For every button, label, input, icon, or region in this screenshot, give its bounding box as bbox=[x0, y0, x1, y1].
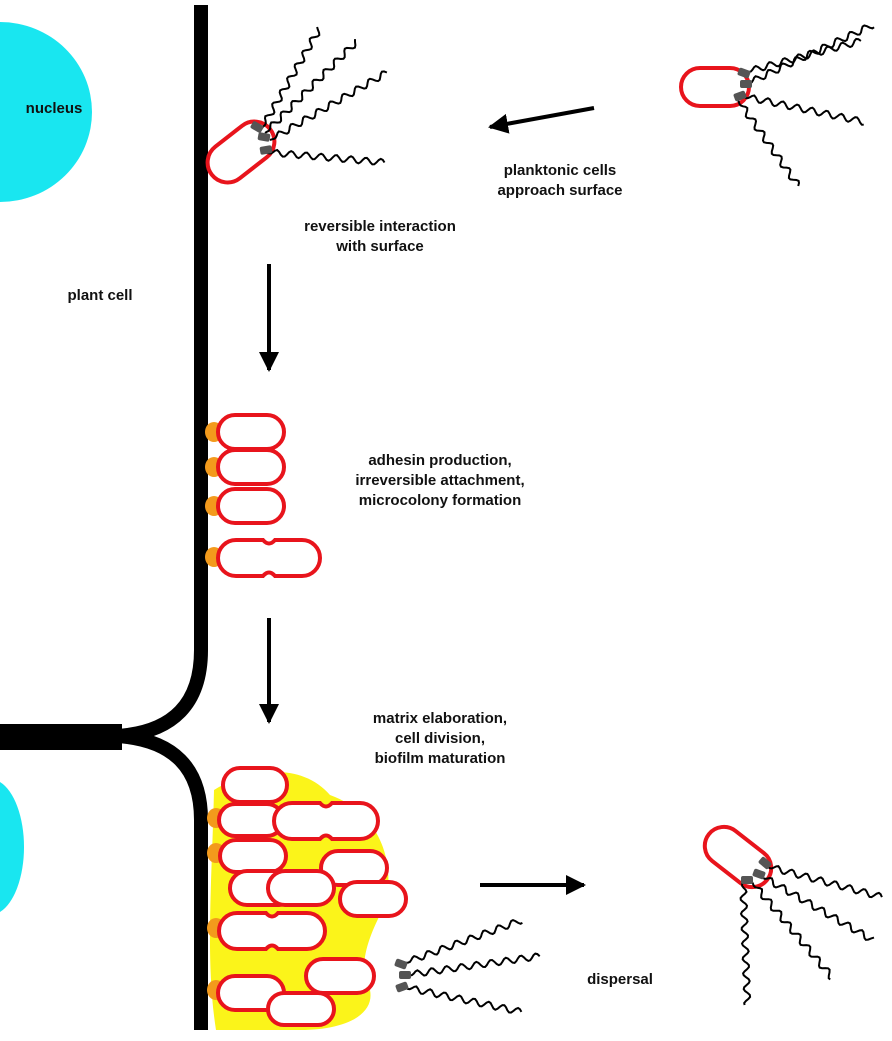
stage-reversible-line-2: with surface bbox=[336, 238, 424, 255]
biofilm-dividing-cell bbox=[272, 801, 380, 841]
stage-maturation-line-2: cell division, bbox=[394, 730, 486, 747]
planktonic-flagellum bbox=[745, 24, 875, 85]
attached-cell bbox=[216, 487, 286, 525]
biofilm-cell bbox=[221, 766, 289, 804]
stage-dispersal-label: dispersal bbox=[587, 971, 653, 988]
stage-attachment-label: adhesin production, irreversible attachm… bbox=[320, 451, 560, 511]
biofilm-emerging-cell bbox=[304, 957, 376, 995]
planktonic-flagellum bbox=[741, 94, 864, 126]
dispersed-cell bbox=[702, 824, 774, 890]
biofilm-flagellum bbox=[403, 985, 523, 1014]
stage-attachment-line-2: irreversible attachment, bbox=[355, 472, 525, 489]
arrow-approach bbox=[488, 106, 595, 134]
dispersed-flagellum bbox=[765, 865, 883, 899]
nucleus-label: nucleus bbox=[25, 100, 83, 117]
stage-maturation-line-3: biofilm maturation bbox=[374, 750, 506, 767]
biofilm-dividing-cell bbox=[217, 911, 327, 951]
flagellar-motor bbox=[257, 132, 271, 142]
stage-attachment-line-3: microcolony formation bbox=[358, 492, 522, 509]
reversible-flagellum bbox=[269, 70, 388, 141]
dispersed-flagellum bbox=[759, 874, 875, 941]
flagellar-motor bbox=[395, 981, 409, 993]
flagellar-motor bbox=[758, 856, 772, 870]
dividing-cell bbox=[216, 538, 322, 578]
flagellar-motor bbox=[394, 958, 408, 970]
flagellar-motor bbox=[259, 145, 273, 155]
flagellar-motor bbox=[399, 971, 411, 979]
nucleus-top bbox=[0, 22, 92, 202]
attached-cell bbox=[216, 413, 286, 451]
plant-cell-wall bbox=[117, 5, 208, 1030]
planktonic-flagellum bbox=[737, 99, 801, 187]
dispersed-flagellum bbox=[739, 879, 752, 1006]
biofilm-cell bbox=[266, 991, 336, 1027]
flagellar-motor bbox=[733, 90, 747, 102]
stage-reversible-label: reversible interaction with surface bbox=[260, 217, 500, 257]
biofilm-cell bbox=[338, 880, 408, 918]
biofilm-cell bbox=[218, 838, 288, 874]
biofilm-flagellum bbox=[405, 952, 541, 977]
reversible-flagellum bbox=[264, 39, 357, 134]
flagellar-motor bbox=[250, 121, 264, 133]
stage-maturation-label: matrix elaboration, cell division, biofi… bbox=[330, 709, 550, 769]
flagellar-motor bbox=[752, 868, 766, 880]
nucleus-bottom bbox=[0, 782, 25, 912]
attached-cell bbox=[216, 448, 286, 486]
flagellar-motor bbox=[741, 876, 753, 884]
stage-planktonic-line-2: approach surface bbox=[497, 182, 623, 199]
flagellar-motor bbox=[740, 80, 752, 88]
biofilm-flagellum bbox=[403, 919, 523, 964]
stage-planktonic-label: planktonic cells approach surface bbox=[460, 161, 660, 201]
stage-reversible-line-1: reversible interaction bbox=[304, 218, 456, 235]
flagellar-motor bbox=[737, 67, 751, 79]
dispersed-flagellum bbox=[751, 881, 831, 981]
stage-attachment-line-1: adhesin production, bbox=[368, 452, 512, 469]
reversible-flagellum bbox=[261, 26, 321, 129]
plant-cell-label: plant cell bbox=[67, 287, 133, 304]
stage-maturation-line-1: matrix elaboration, bbox=[372, 710, 508, 727]
biofilm-cell bbox=[266, 869, 336, 907]
reversible-flagellum bbox=[264, 148, 386, 166]
stage-planktonic-line-1: planktonic cells bbox=[503, 162, 617, 179]
planktonic-flagellum bbox=[744, 37, 862, 74]
